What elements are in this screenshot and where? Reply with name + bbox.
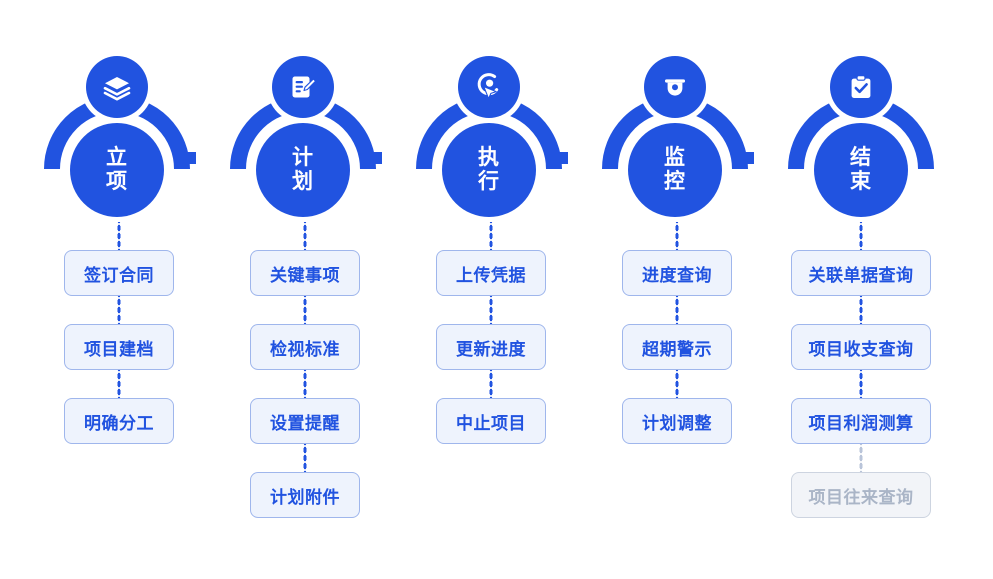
- task-chip[interactable]: 超期警示: [622, 324, 732, 370]
- task-chip[interactable]: 关联单据查询: [791, 250, 931, 296]
- connector-dots: [303, 370, 307, 398]
- task-chip[interactable]: 中止项目: [436, 398, 546, 444]
- task-chip[interactable]: 签订合同: [64, 250, 174, 296]
- stage-label: 结束: [850, 146, 872, 193]
- task-chip[interactable]: 项目利润测算: [791, 398, 931, 444]
- task-chip[interactable]: 检视标准: [250, 324, 360, 370]
- task-chip[interactable]: 计划附件: [250, 472, 360, 518]
- task-column-2: 关键事项 检视标准 设置提醒 计划附件: [250, 222, 360, 518]
- stage-label: 执行: [478, 146, 500, 193]
- connector-dots: [675, 222, 679, 250]
- task-chip[interactable]: 关键事项: [250, 250, 360, 296]
- connector-dots: [303, 222, 307, 250]
- click-cursor-icon: [458, 56, 520, 118]
- stage-connector-4-5: [734, 152, 754, 164]
- task-column-1: 签订合同 项目建档 明确分工: [64, 222, 174, 444]
- connector-dots: [859, 296, 863, 324]
- stage-label: 立项: [106, 146, 128, 193]
- stage-4[interactable]: 监控: [582, 0, 768, 230]
- stage-connector-3-4: [548, 152, 568, 164]
- task-chip[interactable]: 计划调整: [622, 398, 732, 444]
- connector-dots: [675, 296, 679, 324]
- task-chip[interactable]: 上传凭据: [436, 250, 546, 296]
- task-chip[interactable]: 项目收支查询: [791, 324, 931, 370]
- stage-connector-1-2: [176, 152, 196, 164]
- task-column-3: 上传凭据 更新进度 中止项目: [436, 222, 546, 444]
- document-edit-icon: [272, 56, 334, 118]
- clipboard-check-icon: [830, 56, 892, 118]
- connector-dots: [859, 222, 863, 250]
- task-chip[interactable]: 项目建档: [64, 324, 174, 370]
- connector-dots: [859, 370, 863, 398]
- connector-dots: [303, 444, 307, 472]
- connector-dots: [859, 444, 863, 472]
- connector-dots: [303, 296, 307, 324]
- task-chip[interactable]: 更新进度: [436, 324, 546, 370]
- task-chip-disabled: 项目往来查询: [791, 472, 931, 518]
- stage-circle[interactable]: 监控: [628, 123, 722, 217]
- connector-dots: [489, 370, 493, 398]
- task-chip[interactable]: 进度查询: [622, 250, 732, 296]
- layers-icon: [86, 56, 148, 118]
- stage-1[interactable]: 立项: [24, 0, 210, 230]
- connector-dots: [117, 222, 121, 250]
- task-column-5: 关联单据查询 项目收支查询 项目利润测算 项目往来查询: [791, 222, 931, 518]
- task-chip[interactable]: 设置提醒: [250, 398, 360, 444]
- connector-dots: [675, 370, 679, 398]
- stage-2[interactable]: 计划: [210, 0, 396, 230]
- stage-label: 监控: [664, 146, 686, 193]
- connector-dots: [117, 296, 121, 324]
- stage-circle[interactable]: 计划: [256, 123, 350, 217]
- stage-circle[interactable]: 立项: [70, 123, 164, 217]
- stage-5[interactable]: 结束: [768, 0, 954, 230]
- stage-row: 立项 计划: [0, 0, 993, 230]
- connector-dots: [489, 296, 493, 324]
- stage-3[interactable]: 执行: [396, 0, 582, 230]
- task-columns: 签订合同 项目建档 明确分工 关键事项 检视标准 设置提醒 计划附件 上传凭据 …: [0, 222, 993, 579]
- security-camera-icon: [644, 56, 706, 118]
- task-column-4: 进度查询 超期警示 计划调整: [622, 222, 732, 444]
- stage-label: 计划: [292, 146, 314, 193]
- task-chip[interactable]: 明确分工: [64, 398, 174, 444]
- stage-circle[interactable]: 执行: [442, 123, 536, 217]
- stage-connector-2-3: [362, 152, 382, 164]
- connector-dots: [489, 222, 493, 250]
- connector-dots: [117, 370, 121, 398]
- stage-circle[interactable]: 结束: [814, 123, 908, 217]
